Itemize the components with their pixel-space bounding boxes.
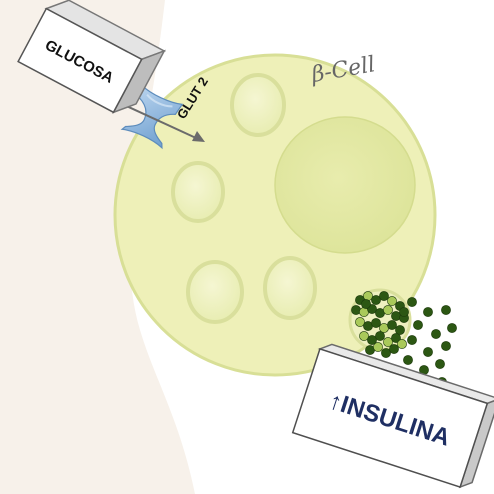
insulin-granule-icon [423,307,433,317]
insulin-granule-icon [407,335,417,345]
nucleus [274,116,416,254]
insulin-granule-icon [389,344,399,354]
vesicle [186,260,244,324]
insulin-granule-icon [387,296,397,306]
insulin-granule-icon [381,348,391,358]
insulina-box: ↑INSULINA [291,343,494,489]
insulin-granule-icon [383,337,393,347]
vesicle [171,161,225,223]
insulin-granule-icon [387,320,397,330]
insulin-granule-icon [371,318,381,328]
insulin-granule-icon [395,325,405,335]
insulin-granule-icon [391,333,401,343]
insulin-granule-icon [431,329,441,339]
insulin-granule-icon [359,331,369,341]
insulin-granule-icon [397,339,407,349]
insulin-granule-icon [371,295,381,305]
insulin-granule-icon [413,320,423,330]
insulin-granule-icon [441,341,451,351]
insulin-granule-icon [355,317,365,327]
insulin-granule-icon [407,297,417,307]
insulin-granule-icon [373,342,383,352]
insulin-granules [351,291,457,389]
insulin-granule-icon [379,291,389,301]
insulin-granule-icon [403,355,413,365]
arrow-icon [119,102,205,142]
insulin-granule-icon [399,307,409,317]
insulin-granule-icon [435,359,445,369]
insulin-granule-icon [447,323,457,333]
insulin-granule-icon [361,299,371,309]
insulin-granule-icon [351,305,361,315]
insulin-granule-icon [423,347,433,357]
insulin-granule-icon [383,305,393,315]
vesicle [263,256,317,320]
insulin-granule-icon [441,305,451,315]
insulin-granule-icon [367,335,377,345]
glucose-box: GLUCOSA [17,0,167,114]
vesicle [230,73,286,137]
insulin-granule-icon [375,331,385,341]
